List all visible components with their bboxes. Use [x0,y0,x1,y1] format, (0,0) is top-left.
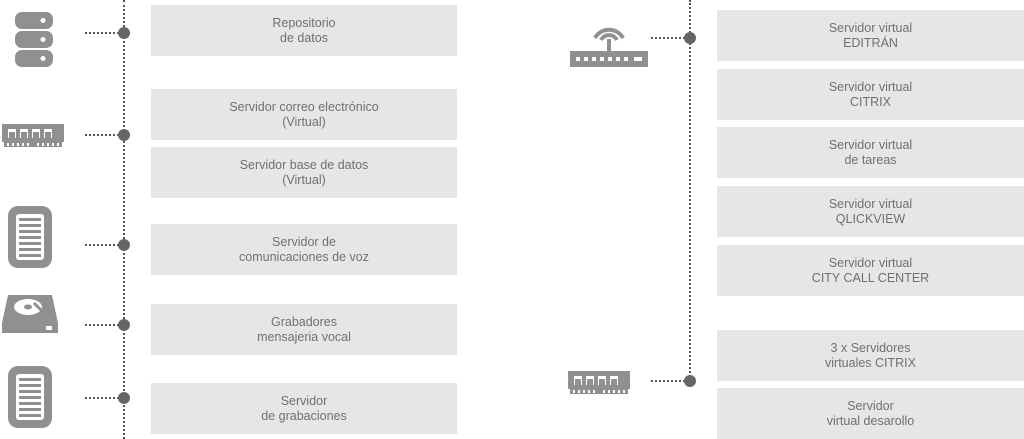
box-line: CITY CALL CENTER [811,270,930,285]
connector-line [85,134,123,136]
box-line: Grabadores [270,314,337,329]
box-line: (Virtual) [282,114,326,129]
box-line: Servidor virtual [828,137,913,152]
box-line: CITRIX [850,94,891,109]
box-line: Repositorio [272,15,336,30]
left-trunk-line [123,0,125,439]
server-tower-icon [8,366,52,428]
box-line: QLICKVIEW [835,211,906,226]
connector-line [85,244,123,246]
connector-dot [684,32,696,44]
box-line: Servidor correo electrónico [229,99,379,114]
connector-dot [118,239,130,251]
box-line: Servidor [280,393,328,408]
box-servidor-correo: Servidor correo electrónico(Virtual) [151,89,457,140]
database-icon [15,12,53,67]
right-trunk-line [689,0,691,380]
box-line: virtual desarollo [826,413,915,428]
connector-line [85,397,123,399]
connector-line [85,324,123,326]
box-line: Servidor virtual [828,20,913,35]
box-line: de datos [280,30,328,45]
connector-line [85,32,123,34]
box-line: Servidor base de datos [239,157,369,172]
box-line: (Virtual) [282,172,326,187]
connector-dot [118,27,130,39]
ram-module-icon [2,124,64,147]
connector-dot [118,319,130,331]
box-line: Servidor de [272,234,336,249]
box-line: Servidor virtual [828,255,913,270]
connector-dot [684,375,696,387]
box-line: mensajeria vocal [257,329,351,344]
box-line: Servidor [847,398,894,413]
box-line: EDITRÁN [843,35,898,50]
box-line: de grabaciones [261,408,347,423]
router-icon [570,27,648,67]
connector-dot [118,392,130,404]
connector-line [651,380,689,382]
box-servidor-base-datos: Servidor base de datos(Virtual) [151,147,457,198]
server-tower-icon [8,206,52,268]
box-line: virtuales CITRIX [825,355,916,370]
box-line: Servidor virtual [828,196,913,211]
box-line: de tareas [844,152,897,167]
box-line: Servidor virtual [828,79,913,94]
connector-line [651,37,689,39]
connector-dot [118,129,130,141]
hard-drive-icon [2,295,58,333]
ram-module-icon [568,371,630,394]
box-line: comunicaciones de voz [239,249,369,264]
box-line: 3 x Servidores [830,340,911,355]
